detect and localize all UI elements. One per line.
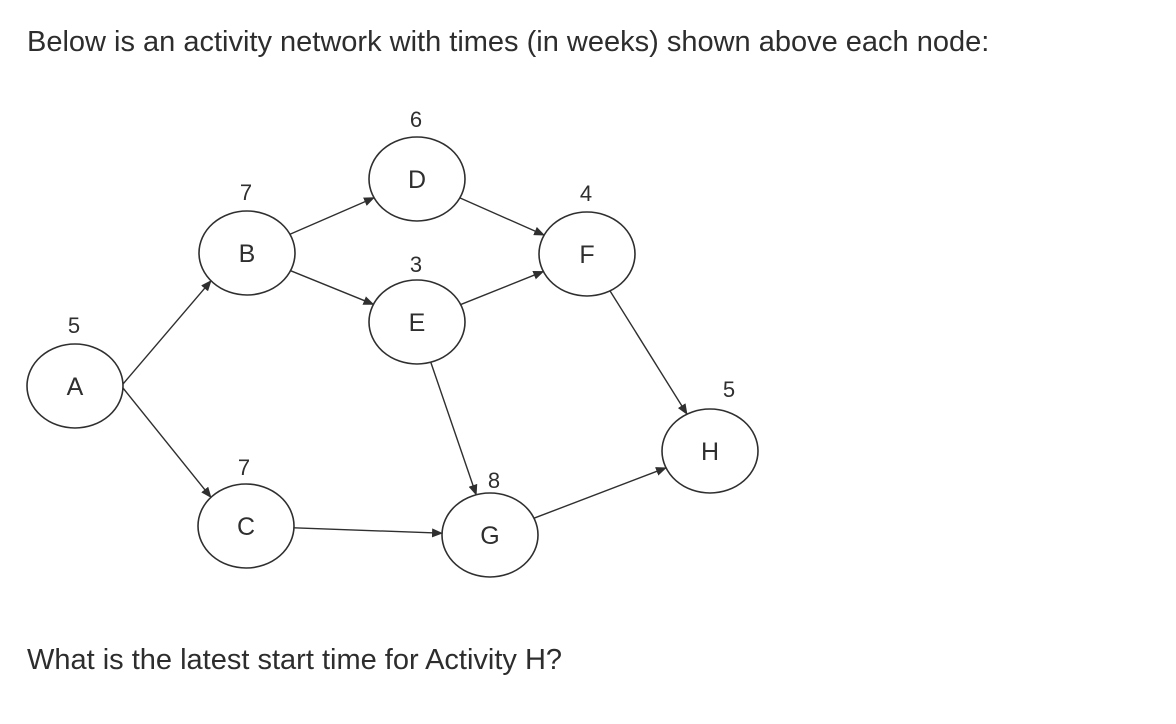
node-label-B: B — [239, 240, 256, 268]
node-label-C: C — [237, 513, 255, 541]
node-E: E3 — [368, 252, 466, 365]
node-time-F: 4 — [580, 181, 592, 206]
node-circle-B — [198, 210, 296, 296]
node-time-H: 5 — [723, 377, 735, 402]
question-text: What is the latest start time for Activi… — [27, 644, 563, 676]
node-label-F: F — [579, 241, 594, 269]
node-F: F4 — [538, 181, 636, 297]
node-circle-H — [661, 408, 759, 494]
node-label-A: A — [67, 373, 84, 401]
node-label-E: E — [409, 309, 426, 337]
node-time-D: 6 — [410, 107, 422, 132]
node-label-H: H — [701, 438, 719, 466]
node-circle-A — [26, 343, 124, 429]
node-time-B: 7 — [240, 180, 252, 205]
edge-G-H — [533, 467, 667, 519]
node-time-G: 8 — [488, 468, 500, 493]
node-B: B7 — [198, 180, 296, 296]
edge-E-F — [460, 270, 545, 306]
edge-B-E — [290, 270, 375, 305]
node-circle-C — [197, 483, 295, 569]
edge-B-D — [289, 197, 375, 235]
node-label-D: D — [408, 166, 426, 194]
node-C: C7 — [197, 455, 295, 569]
edge-F-H — [609, 290, 688, 415]
edge-A-B — [122, 280, 212, 385]
node-circle-D — [368, 136, 466, 222]
node-time-A: 5 — [68, 313, 80, 338]
node-A: A5 — [26, 313, 124, 429]
edges-layer — [122, 197, 688, 538]
question-intro: Below is an activity network with times … — [27, 26, 990, 58]
node-label-G: G — [480, 522, 499, 550]
node-circle-E — [368, 279, 466, 365]
edge-E-G — [430, 362, 478, 496]
node-time-E: 3 — [410, 252, 422, 277]
node-circle-G — [441, 492, 539, 578]
node-time-C: 7 — [238, 455, 250, 480]
edge-A-C — [122, 387, 212, 499]
node-circle-F — [538, 211, 636, 297]
node-H: H5 — [661, 377, 759, 494]
node-D: D6 — [368, 107, 466, 222]
node-G: G8 — [441, 468, 539, 578]
edge-C-G — [293, 527, 444, 538]
edge-D-F — [459, 197, 546, 236]
